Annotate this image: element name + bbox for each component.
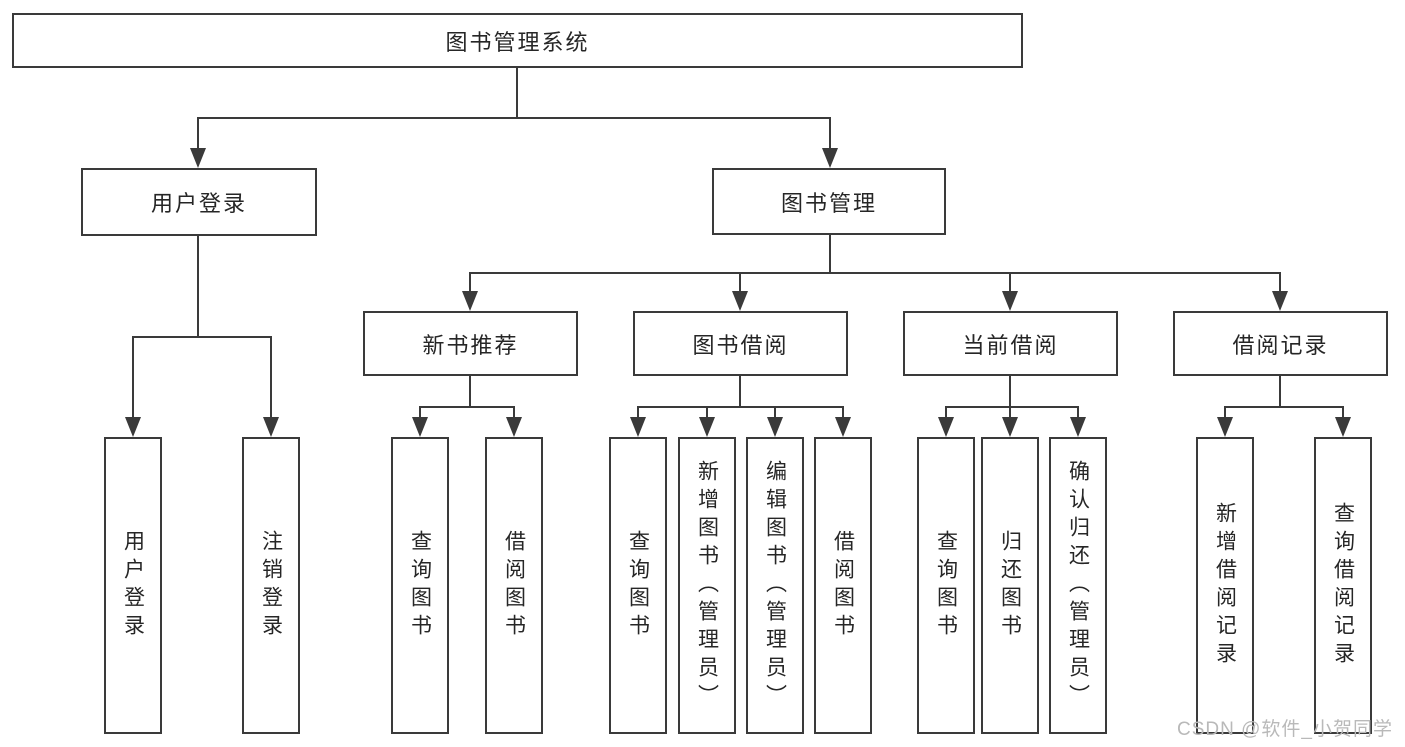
leaf-query-books-recommend-label: 查询图书 [408,529,432,642]
node-root: 图书管理系统 [12,13,1023,68]
leaf-query-borrow-record: 查询借阅记录 [1314,437,1372,734]
leaf-add-books-admin-label: 新增图书（管理员） [695,459,719,712]
node-root-label: 图书管理系统 [445,29,590,55]
leaf-user-login: 用户登录 [104,437,162,734]
leaf-query-books-borrow: 查询图书 [609,437,667,734]
leaf-query-books-borrow-label: 查询图书 [626,529,650,642]
node-new-book-recommend-label: 新书推荐 [422,332,519,358]
leaf-return-books-label: 归还图书 [998,529,1022,642]
leaf-add-borrow-record-label: 新增借阅记录 [1213,501,1237,670]
node-current-borrow-label: 当前借阅 [962,332,1059,358]
node-book-management: 图书管理 [712,168,946,235]
node-borrow-records: 借阅记录 [1173,311,1388,376]
leaf-logout-login: 注销登录 [242,437,300,734]
leaf-query-books-current: 查询图书 [917,437,975,734]
node-book-borrow-label: 图书借阅 [692,332,789,358]
node-new-book-recommend: 新书推荐 [363,311,578,376]
leaf-confirm-return-admin: 确认归还（管理员） [1049,437,1107,734]
leaf-borrow-books-recommend-label: 借阅图书 [502,529,526,642]
node-user-login-label: 用户登录 [150,191,247,216]
node-borrow-records-label: 借阅记录 [1232,332,1329,358]
leaf-query-books-recommend: 查询图书 [391,437,449,734]
leaf-query-borrow-record-label: 查询借阅记录 [1331,501,1355,670]
leaf-borrow-books-recommend: 借阅图书 [485,437,543,734]
leaf-borrow-books: 借阅图书 [814,437,872,734]
leaf-borrow-books-label: 借阅图书 [831,529,855,642]
leaf-confirm-return-admin-label: 确认归还（管理员） [1066,459,1090,712]
leaf-user-login-label: 用户登录 [121,529,145,642]
leaf-logout-login-label: 注销登录 [259,529,283,642]
connector-line [132,67,1344,421]
leaf-add-borrow-record: 新增借阅记录 [1196,437,1254,734]
node-book-borrow: 图书借阅 [633,311,848,376]
leaf-edit-books-admin-label: 编辑图书（管理员） [763,459,787,712]
leaf-edit-books-admin: 编辑图书（管理员） [746,437,804,734]
node-user-login: 用户登录 [81,168,317,236]
arrowhead-icon [125,148,1351,437]
node-current-borrow: 当前借阅 [903,311,1118,376]
leaf-return-books: 归还图书 [981,437,1039,734]
watermark: CSDN @软件_小贺同学 [1177,719,1393,740]
leaf-query-books-current-label: 查询图书 [934,529,958,642]
node-book-management-label: 图书管理 [780,190,877,216]
leaf-add-books-admin: 新增图书（管理员） [678,437,736,734]
